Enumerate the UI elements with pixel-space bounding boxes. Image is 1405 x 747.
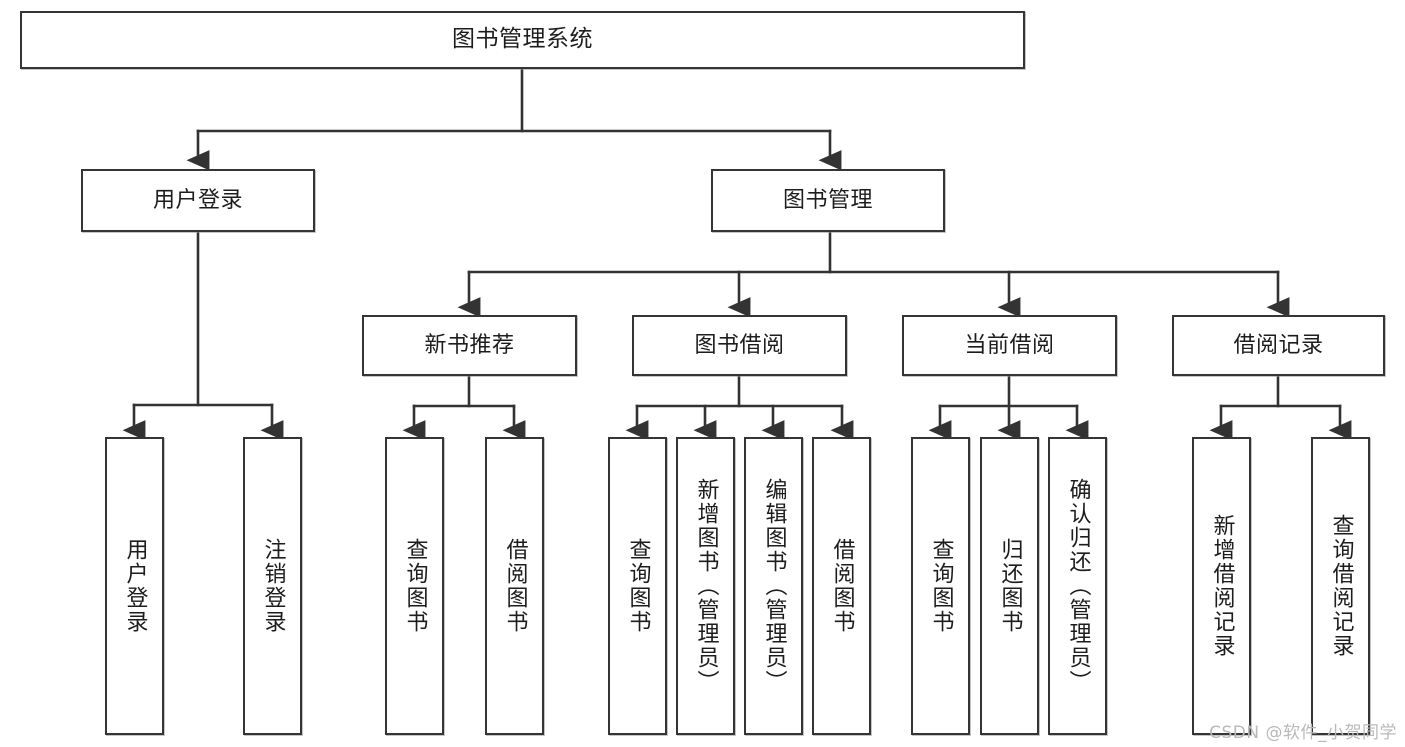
node-label: 查询借阅记录: [1328, 514, 1354, 658]
node-label: 编辑图书（管理员）: [761, 478, 787, 694]
node-label: 用户登录: [122, 538, 148, 634]
node-book-management[interactable]: 图书管理: [711, 169, 945, 232]
node-label: 查询图书: [928, 538, 954, 634]
leaf-current-confirm-return-admin[interactable]: 确认归还（管理员）: [1048, 437, 1107, 735]
node-label: 图书借阅: [694, 332, 785, 358]
leaf-borrow-borrow-book[interactable]: 借阅图书: [812, 437, 871, 735]
node-borrow-record[interactable]: 借阅记录: [1172, 315, 1385, 376]
node-label: 新书推荐: [424, 332, 515, 358]
leaf-user-login-logout[interactable]: 注销登录: [243, 437, 302, 735]
node-label: 确认归还（管理员）: [1065, 478, 1091, 694]
node-user-login[interactable]: 用户登录: [81, 169, 315, 232]
leaf-record-query-record[interactable]: 查询借阅记录: [1311, 437, 1370, 735]
node-label: 图书管理系统: [452, 26, 593, 53]
node-new-book-recommend[interactable]: 新书推荐: [362, 315, 577, 376]
node-label: 借阅图书: [829, 538, 855, 634]
leaf-record-add-record[interactable]: 新增借阅记录: [1192, 437, 1251, 735]
leaf-user-login-login[interactable]: 用户登录: [105, 437, 164, 735]
watermark: CSDN @软件_小贺同学: [1209, 723, 1397, 743]
node-label: 查询图书: [402, 538, 428, 634]
leaf-new-book-query-book[interactable]: 查询图书: [385, 437, 444, 735]
node-root-library-system[interactable]: 图书管理系统: [20, 11, 1025, 69]
node-label: 用户登录: [152, 187, 243, 213]
leaf-borrow-query-book[interactable]: 查询图书: [608, 437, 667, 735]
leaf-current-return-book[interactable]: 归还图书: [980, 437, 1039, 735]
node-label: 当前借阅: [964, 332, 1055, 358]
node-current-borrow[interactable]: 当前借阅: [902, 315, 1117, 376]
leaf-current-query-book[interactable]: 查询图书: [911, 437, 970, 735]
node-label: 图书管理: [782, 187, 873, 213]
node-label: 查询图书: [625, 538, 651, 634]
node-book-borrow[interactable]: 图书借阅: [632, 315, 847, 376]
node-label: 注销登录: [260, 538, 286, 634]
leaf-borrow-edit-book-admin[interactable]: 编辑图书（管理员）: [744, 437, 803, 735]
node-label: 新增借阅记录: [1209, 514, 1235, 658]
leaf-new-book-borrow-book[interactable]: 借阅图书: [485, 437, 544, 735]
node-label: 新增图书（管理员）: [693, 478, 719, 694]
leaf-borrow-add-book-admin[interactable]: 新增图书（管理员）: [676, 437, 735, 735]
node-label: 借阅记录: [1233, 332, 1324, 358]
node-label: 归还图书: [997, 538, 1023, 634]
node-label: 借阅图书: [502, 538, 528, 634]
